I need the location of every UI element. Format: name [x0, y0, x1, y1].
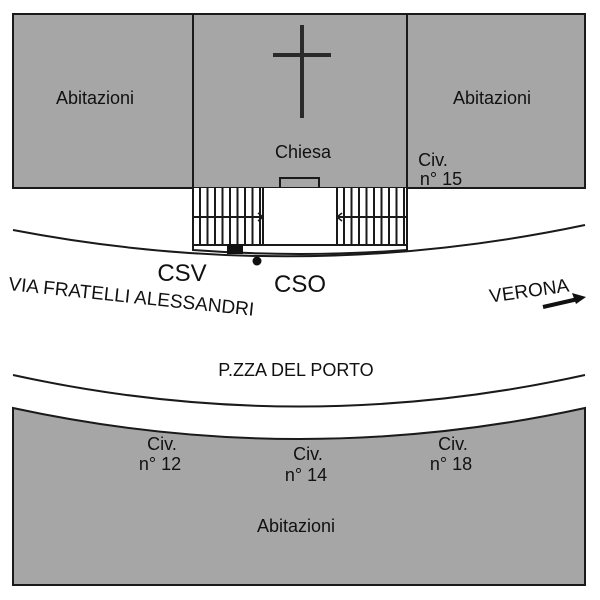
label-abitazioni-right: Abitazioni [453, 88, 531, 108]
label-civ12-1: Civ. [147, 434, 177, 454]
church-door [279, 177, 320, 189]
label-civ18-1: Civ. [438, 434, 468, 454]
label-civ15-2: n° 15 [420, 169, 462, 189]
label-civ14-2: n° 14 [285, 465, 327, 485]
label-civ14-1: Civ. [293, 444, 323, 464]
cross-icon [273, 25, 331, 118]
label-street: VIA FRATELLI ALESSANDRI [7, 274, 255, 321]
church-steps [192, 188, 408, 255]
building-bottom [12, 406, 586, 586]
road-edge-south [12, 374, 586, 408]
label-csv: CSV [157, 260, 206, 287]
label-civ15-1: Civ. [418, 150, 448, 170]
road-edge-north [12, 224, 586, 258]
csv-marker [227, 244, 243, 254]
label-abitazioni-left: Abitazioni [56, 88, 134, 108]
label-abitazioni-bottom: Abitazioni [257, 516, 335, 536]
building-left [12, 13, 194, 189]
cso-marker [252, 256, 262, 266]
label-cso: CSO [274, 271, 326, 298]
label-civ18-2: n° 18 [430, 454, 472, 474]
arrow-right-icon [542, 293, 586, 309]
label-civ12-2: n° 12 [139, 454, 181, 474]
label-chiesa: Chiesa [275, 142, 332, 162]
label-piazza: P.ZZA DEL PORTO [218, 360, 373, 380]
building-right [406, 13, 586, 189]
